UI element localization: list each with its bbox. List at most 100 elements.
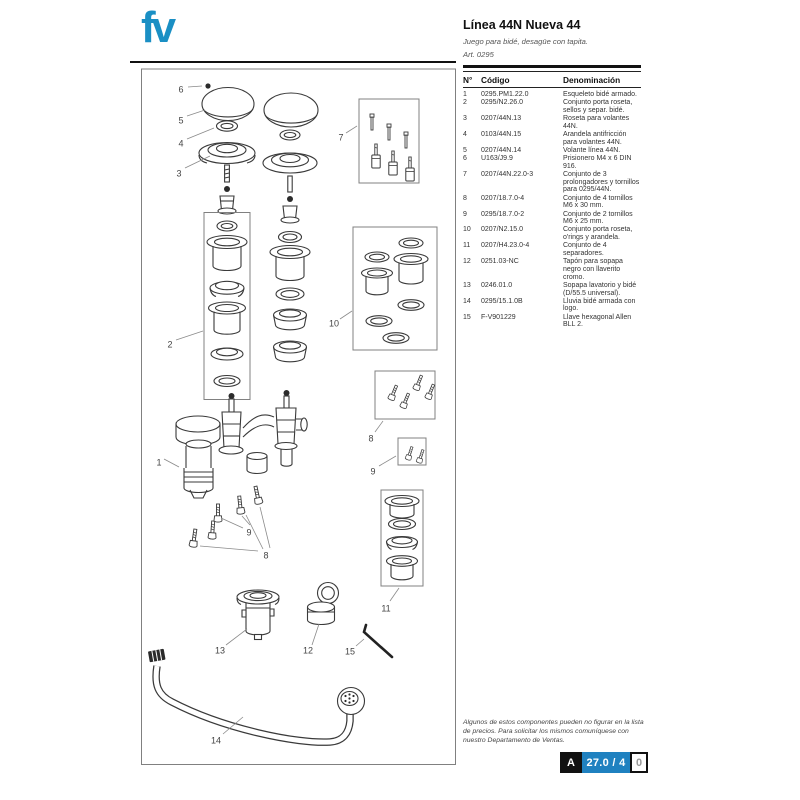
col-header-name: Denominación [563,75,621,85]
cell-num: 2 [463,99,467,107]
callout-7: 7 [338,132,343,142]
table-row: 6 U163/J9.9 Prisionero M4 x 6 DIN 916. [463,155,641,170]
callout-2: 2 [167,339,172,349]
cell-code: 0207/44N.14 [481,146,522,154]
title-block: Línea 44N Nueva 44 Juego para bidé, desa… [463,18,641,59]
cell-name: Prisionero M4 x 6 DIN 916. [563,155,632,170]
diagram-border [141,68,456,765]
cell-name: Llave hexagonal Allen BLL 2. [563,313,632,329]
part-screws-loose [188,485,264,549]
cell-num: 7 [463,171,467,179]
cell-code: F-V901229 [481,313,516,321]
part-plug [306,581,340,626]
cell-num: 5 [463,146,467,154]
cell-code: 0295/18.7.0-2 [481,210,525,218]
part-group-9 [397,437,427,466]
cell-num: 8 [463,194,467,202]
badge-page-number: 27.0 / 4 [582,752,630,773]
cell-name: Lluvia bidé armada con logo. [563,297,636,313]
cell-name: Conjunto de 4 separadores. [563,242,607,258]
cell-num: 3 [463,115,467,123]
part-handle-left [201,86,255,122]
cell-name: Roseta para volantes 44N. [563,115,630,130]
part-group-8 [374,370,437,420]
part-allen-key [362,623,394,659]
callout-8-box: 8 [368,433,373,443]
page-badge: A 27.0 / 4 0 [560,752,648,773]
cell-code: 0207/44N.22.0-3 [481,171,534,179]
cell-name: Conjunto porta roseta, o'rings y arandel… [563,226,633,242]
cell-name: Sopapa lavatorio y bidé (D/55.5 universa… [563,281,637,297]
cell-num: 10 [463,226,471,234]
part-drain-valve [236,589,280,641]
page-title: Línea 44N Nueva 44 [463,18,581,32]
part-cartridge-left [217,186,237,215]
part-group-10 [352,226,438,351]
cell-name: Conjunto de 3 prolongadores y tornillos … [563,171,640,194]
callout-12: 12 [303,645,313,655]
cell-code: U163/J9.9 [481,155,513,163]
table-row: 14 0295/15.1.0B Lluvia bidé armada con log… [463,298,641,313]
cell-code: 0207/N2.15.0 [481,226,524,234]
cell-num: 14 [463,297,471,305]
part-body-assembly [175,390,308,499]
fv-logo: fv [141,3,176,52]
cell-num: 6 [463,155,467,163]
article-number: Art. 0295 [463,50,494,59]
callout-9-left: 9 [246,527,251,537]
callout-13: 13 [215,645,225,655]
cell-num: 11 [463,242,471,250]
part-set-screw [205,83,211,89]
badge-sub-number: 0 [630,752,648,773]
cell-name: Conjunto porta roseta, sellos y separ. b… [563,99,633,114]
cell-num: 12 [463,258,471,266]
badge-section: A [560,752,582,773]
callout-10: 10 [329,318,339,328]
cell-code: 0246.01.0 [481,281,513,289]
exploded-diagram: 6 5 4 3 2 1 9 8 7 10 8 9 11 13 12 15 14 [141,68,456,765]
cell-code: 0103/44N.15 [481,131,522,139]
cell-num: 15 [463,313,471,321]
callout-3: 3 [176,168,181,178]
part-washer-left [215,120,239,132]
part-shower-tube [148,648,366,746]
cell-code: 0295/15.1.0B [481,297,523,305]
callout-8-left: 8 [263,550,268,560]
cell-code: 0207/H4.23.0-4 [481,242,530,250]
cell-code: 0207/44N.13 [481,115,522,123]
table-row: 7 0207/44N.22.0-3 Conjunto de 3 prolongado… [463,171,641,194]
callout-1: 1 [156,457,161,467]
part-roseta-left [198,141,256,165]
part-group-11 [380,489,424,587]
cell-code: 0251.03-NC [481,258,519,266]
table-row: 11 0207/H4.23.0-4 Conjunto de 4 separadore… [463,242,641,257]
logo-underline [130,61,456,63]
callout-labels: 6 5 4 3 2 1 9 8 7 10 8 9 11 13 12 15 14 [156,84,390,745]
callout-6: 6 [178,84,183,94]
cell-code: 0207/18.7.0-4 [481,194,525,202]
table-row: 2 0295/N2.26.0 Conjunto porta roseta, sell… [463,99,641,114]
callout-5: 5 [178,115,183,125]
col-header-code: Código [481,75,510,85]
part-column-right [262,92,319,363]
header-rule [463,65,641,68]
col-header-num: N° [463,75,473,85]
part-group-2 [203,212,251,400]
page-subtitle: Juego para bidé, desagüe con tapita. [463,37,588,46]
leader-lines [163,85,400,735]
callout-4: 4 [178,138,183,148]
table-row: 3 0207/44N.13 Roseta para volantes 44N. [463,115,641,130]
callout-9-box: 9 [370,466,375,476]
cell-code: 0295/N2.26.0 [481,99,524,107]
table-header: N° Código Denominación [463,71,641,88]
